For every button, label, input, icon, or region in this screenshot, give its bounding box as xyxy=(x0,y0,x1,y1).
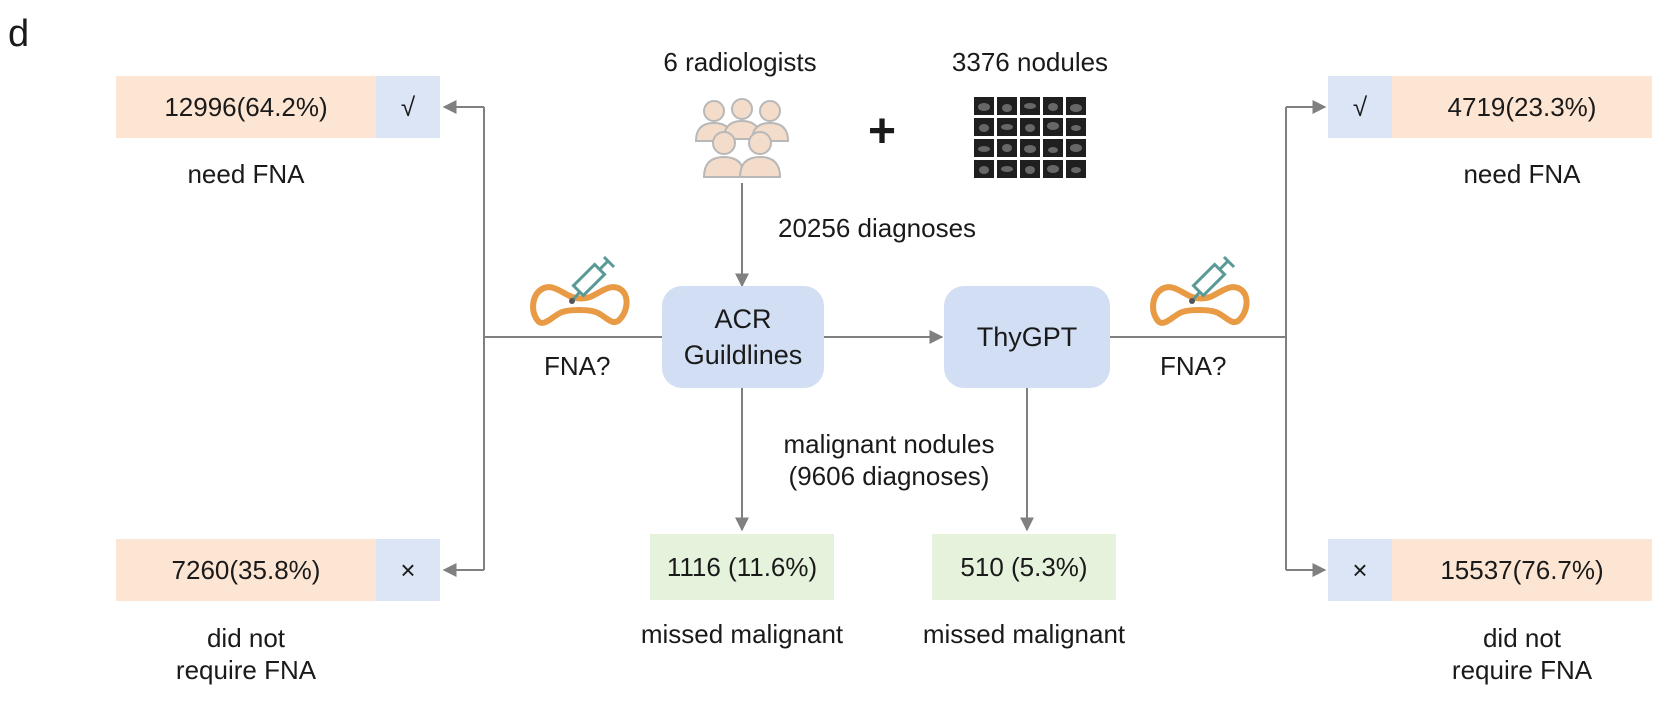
thygpt-need-fna-label: need FNA xyxy=(1463,159,1581,189)
plus-sign: + xyxy=(868,105,897,158)
malignant-nodules-label: malignant nodules (9606 diagnoses) xyxy=(764,428,1014,492)
thygpt-not-required-value: 15537(76.7%) xyxy=(1392,539,1652,601)
acr-missed-malignant-value: 1116 (11.6%) xyxy=(650,534,834,600)
people-group-icon xyxy=(692,95,792,183)
panel-label: d xyxy=(8,13,30,55)
ultrasound-grid-icon xyxy=(972,95,1088,181)
cross-mark-icon: × xyxy=(376,539,440,601)
check-mark-icon: √ xyxy=(1328,76,1392,138)
thyroid-needle-icon xyxy=(1148,255,1250,331)
thygpt-missed-malignant-value: 510 (5.3%) xyxy=(932,534,1116,600)
acr-not-required-value: 7260(35.8%) xyxy=(116,539,376,601)
acr-not-required-line1: did not xyxy=(206,623,286,653)
acr-title-line2: Guildlines xyxy=(683,340,803,370)
check-mark-icon: √ xyxy=(376,76,440,138)
thyroid-needle-icon xyxy=(528,255,630,331)
radiologists-label: 6 radiologists xyxy=(663,47,817,77)
acr-missed-malignant-label: missed malignant xyxy=(640,619,844,649)
thygpt-not-required-line1: did not xyxy=(1482,623,1562,653)
acr-not-required-label: did not require FNA xyxy=(116,622,376,686)
acr-guidelines-box: ACR Guildlines xyxy=(662,286,824,388)
thygpt-title: ThyGPT xyxy=(976,322,1078,352)
malignant-line2: (9606 diagnoses) xyxy=(788,461,990,491)
fna-question-left: FNA? xyxy=(544,351,611,381)
acr-not-required-line2: require FNA xyxy=(175,655,317,685)
thygpt-box: ThyGPT xyxy=(944,286,1110,388)
acr-need-fna-value: 12996(64.2%) xyxy=(116,76,376,138)
thygpt-missed-malignant-label: missed malignant xyxy=(922,619,1126,649)
fna-question-right: FNA? xyxy=(1160,351,1227,381)
nodules-label: 3376 nodules xyxy=(951,47,1109,77)
diagnoses-count-label: 20256 diagnoses xyxy=(778,213,977,243)
acr-title-line1: ACR xyxy=(714,304,772,334)
thygpt-need-fna-value: 4719(23.3%) xyxy=(1392,76,1652,138)
thygpt-not-required-label: did not require FNA xyxy=(1392,622,1652,686)
cross-mark-icon: × xyxy=(1328,539,1392,601)
malignant-line1: malignant nodules xyxy=(783,429,995,459)
acr-need-fna-label: need FNA xyxy=(187,159,305,189)
thygpt-not-required-line2: require FNA xyxy=(1451,655,1593,685)
